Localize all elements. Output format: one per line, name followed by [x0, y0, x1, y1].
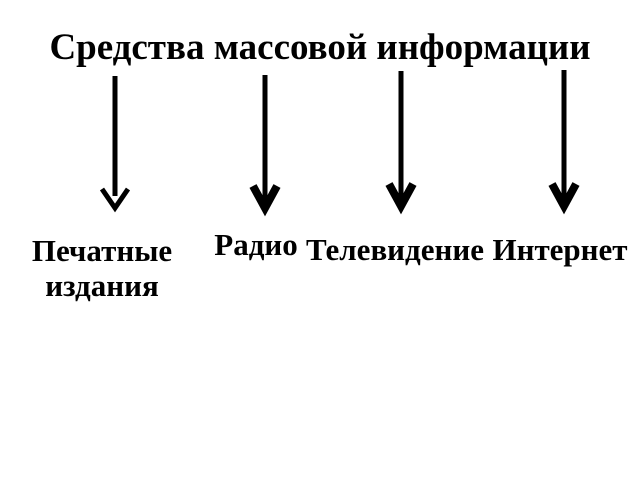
label-print-publications: Печатные издания [31, 233, 173, 303]
down-arrow-icon [385, 71, 417, 215]
down-arrow-icon [99, 76, 131, 213]
down-arrow-icon [548, 70, 580, 215]
down-arrow-icon [249, 75, 281, 217]
label-radio: Радио [214, 227, 298, 262]
label-internet: Интернет [492, 232, 628, 267]
slide-title: Средства массовой информации [49, 27, 591, 68]
label-television: Телевидение [306, 232, 484, 267]
